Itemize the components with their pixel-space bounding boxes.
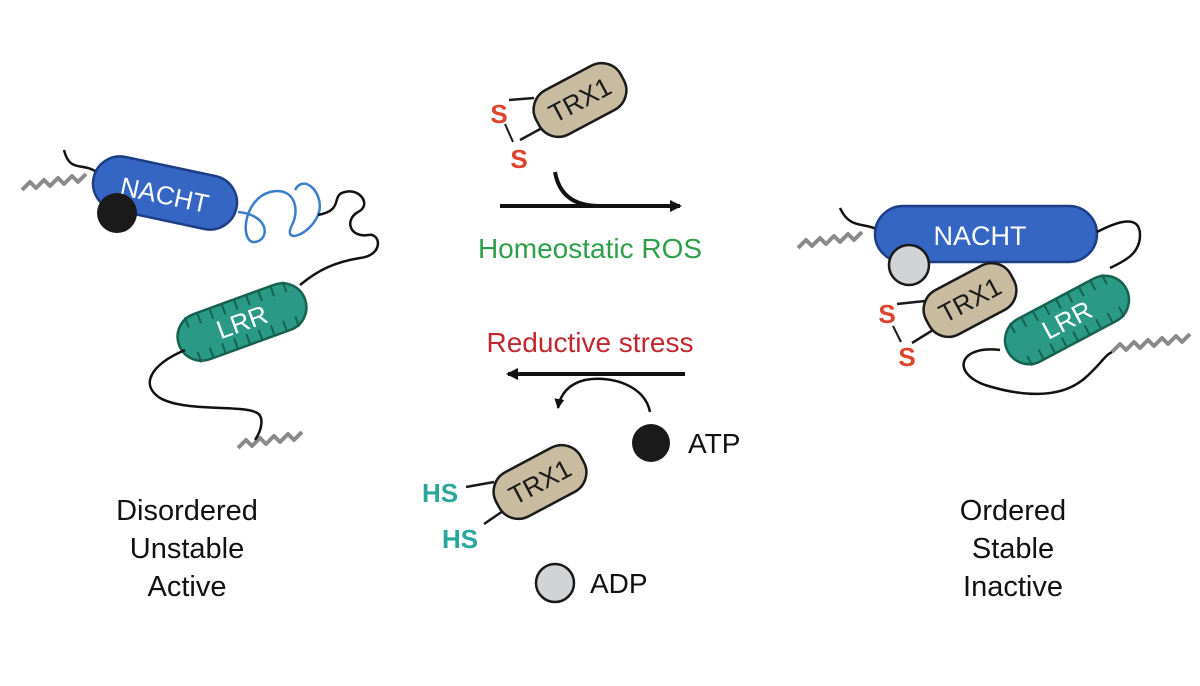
left-linker-c	[148, 348, 256, 414]
left-linker-lrr	[299, 190, 380, 286]
right-s2-label: S	[898, 342, 915, 372]
reductive-stress-label: Reductive stress	[487, 327, 694, 358]
bottom-hs2-bond	[483, 509, 504, 526]
right-n-terminus-tail	[796, 230, 864, 250]
right-adp-ball	[887, 243, 931, 287]
right-s1-label: S	[878, 299, 895, 329]
top-disulfide-bond	[504, 123, 514, 143]
right-lrr-domain: LRR	[1003, 273, 1131, 367]
right-nacht-domain: NACHT	[873, 204, 1099, 264]
left-atp-ball	[97, 193, 137, 233]
adp-label: ADP	[590, 568, 648, 599]
left-caption-line-2: Unstable	[130, 533, 244, 565]
bottom-trx1-domain: TRX1	[492, 443, 588, 521]
right-disulfide-bond	[892, 325, 902, 343]
left-n-terminus-tail	[20, 172, 88, 192]
right-c-terminus-tail	[1110, 332, 1192, 354]
homeostatic-ros-label: Homeostatic ROS	[478, 233, 702, 264]
left-c-terminus-tail	[236, 430, 304, 450]
top-s1-bond	[508, 96, 535, 102]
center-atp-ball	[632, 424, 670, 462]
atp-label: ATP	[688, 428, 740, 459]
top-s2-bond	[519, 126, 543, 142]
right-s2-bond	[911, 328, 934, 345]
right-nacht-label: NACHT	[934, 221, 1027, 251]
right-s1-bond	[896, 299, 926, 306]
top-trx1-binding-curve	[553, 171, 601, 208]
bottom-hs1-bond	[465, 480, 495, 489]
center-top: TRX1 S S Homeostatic ROS	[478, 61, 702, 264]
bottom-hs1-label: HS	[422, 478, 458, 508]
top-s2-label: S	[510, 144, 527, 174]
left-caption-line-3: Active	[148, 571, 227, 603]
right-caption-line-3: Inactive	[963, 571, 1063, 603]
top-trx1-domain: TRX1	[532, 61, 628, 139]
top-s1-label: S	[490, 99, 507, 129]
right-state: NACHT LRR TRX1	[796, 204, 1192, 603]
left-disordered-loop	[237, 182, 321, 244]
center-bottom: Reductive stress ATP TRX1 HS HS ADP	[422, 327, 740, 604]
left-state: NACHT LRR	[20, 149, 380, 603]
left-lrr-domain: LRR	[176, 281, 308, 363]
left-caption-line-1: Disordered	[116, 495, 258, 527]
right-caption-line-1: Ordered	[960, 495, 1066, 527]
center-adp-ball	[534, 562, 576, 604]
bottom-hs2-label: HS	[442, 524, 478, 554]
right-linker-lrr	[1096, 220, 1142, 270]
right-caption-line-2: Stable	[972, 533, 1054, 565]
right-linker-n	[838, 207, 879, 232]
left-linker-c2	[253, 410, 263, 441]
reverse-release-curve	[554, 377, 652, 413]
right-linker-c	[962, 348, 1113, 396]
